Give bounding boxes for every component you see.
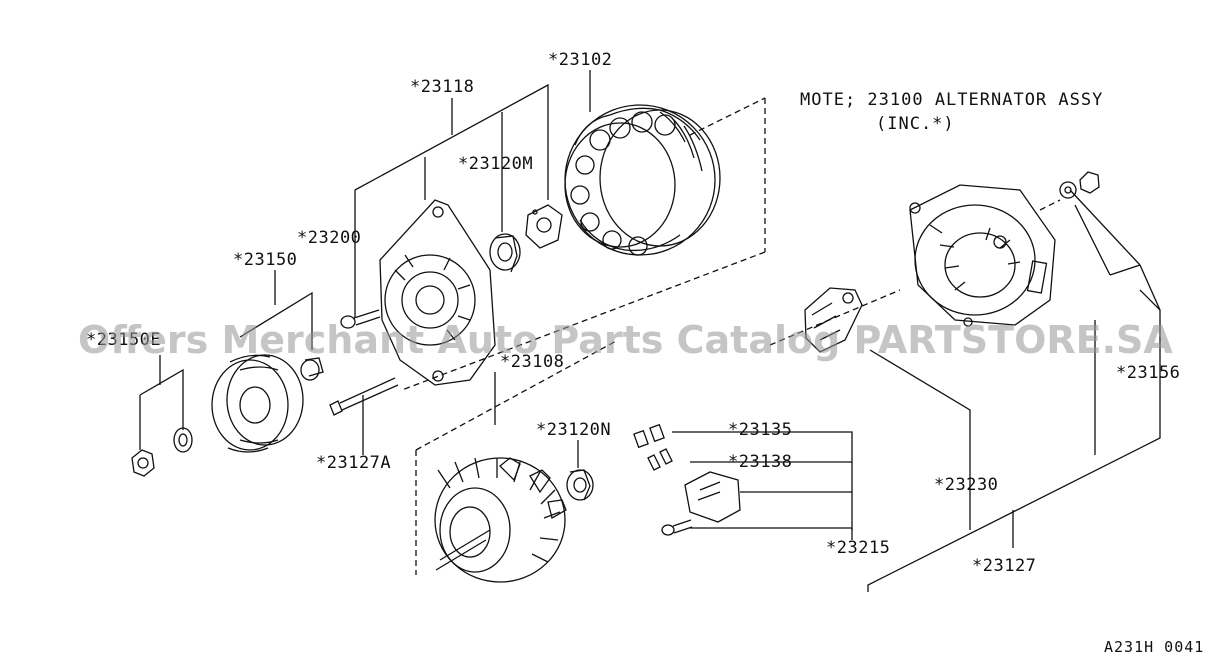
label-23138: *23138 [728,452,793,472]
label-23120n: *23120N [536,420,612,440]
pulley [212,355,303,452]
front-housing [380,200,495,385]
label-23120m: *23120M [458,154,534,174]
terminal-nut [1060,172,1099,198]
label-23150: *23150 [233,250,298,270]
rear-housing [910,185,1055,326]
label-23156: *23156 [1116,363,1181,383]
label-23230: *23230 [934,475,999,495]
nut [132,450,154,476]
through-bolt [330,378,398,415]
bearing-23120n [567,470,593,500]
label-23200: *23200 [297,228,362,248]
leader-lines [140,70,1160,592]
bearing-23120m [490,234,520,272]
label-23150e: *23150E [86,330,162,350]
brush-parts [634,425,740,535]
rotor [435,458,566,582]
washer [174,428,192,452]
screw-23200 [341,310,380,328]
note-line-2: (INC.*) [876,114,955,134]
stator [565,105,720,255]
label-23118: *23118 [410,77,475,97]
diagram-code: A231H 0041 [1104,638,1205,656]
label-23135: *23135 [728,420,793,440]
label-23215: *23215 [826,538,891,558]
label-23108: *23108 [500,352,565,372]
retainer-plate [526,205,562,248]
note-line-1: MOTE; 23100 ALTERNATOR ASSY [800,90,1104,110]
label-23102: *23102 [548,50,613,70]
label-23127a: *23127A [316,453,392,473]
watermark: Offers Merchant Auto Parts Catalog PARTS… [78,318,1173,362]
collar [301,358,323,380]
label-23127: *23127 [972,556,1037,576]
rectifier [805,288,862,352]
